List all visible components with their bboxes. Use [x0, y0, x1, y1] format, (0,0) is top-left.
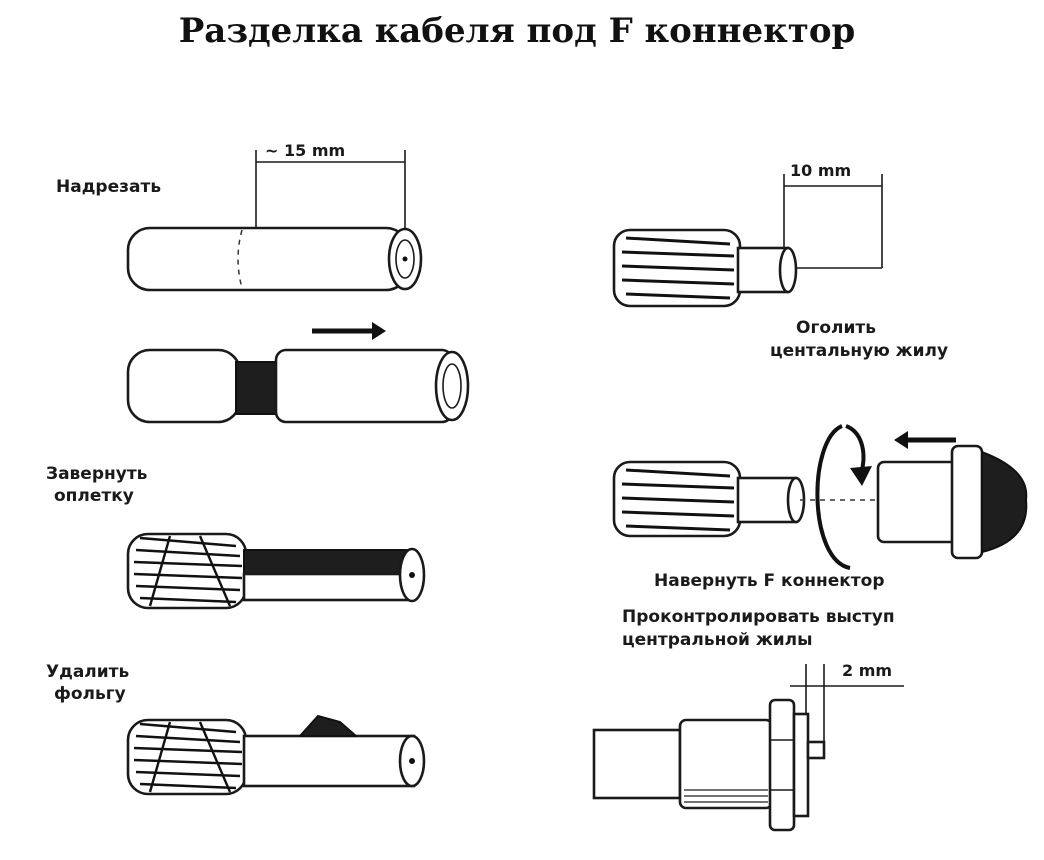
step-check-core-label-1: Проконтролировать выступ [622, 607, 895, 627]
cable-with-connector [592, 698, 826, 832]
cable-foil-removed [126, 714, 426, 796]
step-cut-label: Надрезать [56, 177, 161, 197]
step-fold-braid-label-2: оплетку [54, 486, 134, 506]
step-strip-core: 10 mm Оголить центальную жилу [612, 161, 948, 361]
strip-dimension: 10 mm [783, 161, 883, 269]
cable-prepared [612, 460, 882, 538]
arrow-left-icon [894, 431, 956, 449]
strip-dimension-label: 10 mm [790, 161, 851, 180]
cable-whole [126, 226, 423, 292]
cable-core-exposed [612, 228, 798, 308]
f-connector [876, 444, 1028, 560]
rotate-arrow-icon [815, 424, 872, 570]
step-remove-foil: Удалить фольгу [46, 662, 426, 796]
step-cut: Надрезать ~ 15 mm [56, 141, 423, 292]
step-screw-connector: Навернуть F коннектор [612, 424, 1028, 591]
step-strip-core-label-1: Оголить [796, 318, 876, 338]
step-fold-braid: Завернуть оплетку [46, 464, 426, 610]
step-check-core: Проконтролировать выступ центральной жил… [592, 607, 904, 832]
cut-dimension-label: ~ 15 mm [265, 141, 345, 160]
step-remove-foil-label-1: Удалить [46, 662, 129, 682]
cut-dimension: ~ 15 mm [255, 141, 406, 228]
cable-jacket-slid [126, 348, 470, 424]
step-screw-connector-label: Навернуть F коннектор [654, 571, 885, 591]
arrow-right-icon [312, 322, 386, 340]
page-title: Разделка кабеля под F коннектор [179, 11, 856, 51]
step-remove-foil-label-2: фольгу [54, 684, 126, 704]
step-strip-core-label-2: центальную жилу [770, 341, 948, 361]
step-fold-braid-label-1: Завернуть [46, 464, 147, 484]
step-check-core-label-2: центральной жилы [622, 630, 812, 650]
step-slide-jacket [126, 322, 470, 424]
cable-braid-folded [126, 532, 426, 610]
check-dimension-label: 2 mm [842, 661, 892, 680]
check-dimension: 2 mm [790, 661, 904, 758]
